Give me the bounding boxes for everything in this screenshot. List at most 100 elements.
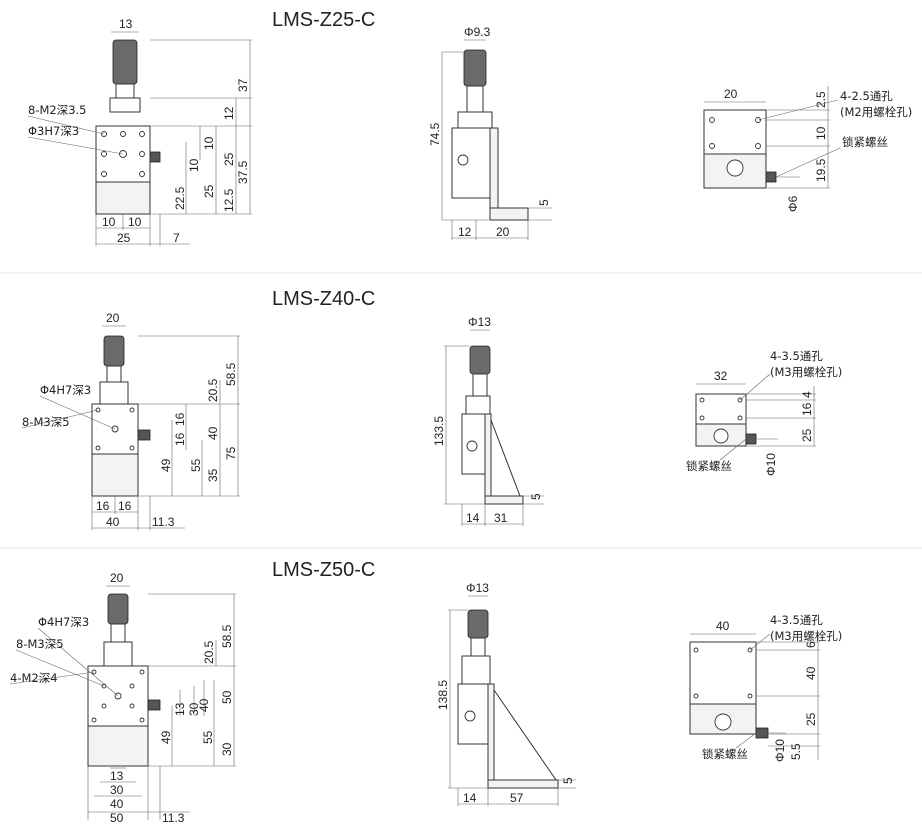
lock-screw-head (464, 710, 476, 722)
lock-screw (765, 171, 777, 183)
dim-label: 20 (496, 225, 510, 239)
dim-label: 40 (804, 666, 818, 680)
bracket-rib (490, 419, 521, 497)
dim-label: 16 (96, 499, 110, 513)
dim-label: 50 (110, 811, 124, 825)
dim-label: 58.5 (224, 362, 238, 386)
dim-label: 14 (463, 791, 477, 805)
hole-note: 4-M2深4 (10, 671, 58, 685)
stage-top (695, 393, 747, 425)
hole-note: 4-3.5通孔 (770, 349, 823, 363)
front-view: 13 37 12 10 10 25 37.5 22.5 25 12.5 (27, 17, 252, 246)
through-hole (699, 415, 705, 421)
dim-label: 133.5 (432, 416, 446, 446)
model-title: LMS-Z40-C (272, 288, 375, 310)
dim-label: 11.3 (152, 515, 175, 529)
dim-label: Φ10 (773, 739, 787, 762)
mount-hole (129, 683, 135, 689)
dim-label: 49 (159, 458, 173, 472)
model-title: LMS-Z25-C (272, 9, 375, 31)
lock-screw (149, 151, 161, 163)
bracket-base (484, 495, 524, 505)
dim-label: 40 (110, 797, 124, 811)
dim-label: 10 (814, 126, 828, 140)
mount-hole (91, 717, 97, 723)
lock-screw-head (457, 154, 469, 166)
dim-label: 35 (206, 468, 220, 482)
micrometer-mount (109, 97, 141, 113)
mount-hole (101, 703, 107, 709)
dim-label: 50 (220, 690, 234, 704)
micrometer-knob (469, 345, 491, 375)
hole-note: 8-M3深5 (16, 637, 64, 651)
micrometer-bore (726, 159, 744, 177)
mount-hole (139, 131, 145, 137)
dim-label: 16 (173, 412, 187, 426)
mount-hole (95, 445, 101, 451)
model-title: LMS-Z50-C (272, 559, 375, 581)
side-view: 133.5 Φ13 14 31 5 (432, 315, 544, 526)
mount-hole (120, 131, 126, 137)
dim-label: 20 (724, 87, 738, 101)
lock-screw (755, 727, 769, 739)
top-view: 20 2.5 10 19.5 Φ6 4-2.5通孔 (M2用螺栓孔) 锁紧螺丝 (703, 86, 912, 212)
micrometer-barrel (110, 623, 126, 643)
dim-label: 20 (110, 571, 124, 585)
dim-label: 25 (804, 712, 818, 726)
micrometer-mount (465, 395, 491, 415)
section-lms-z50-c: LMS-Z50-C 20 (9, 559, 842, 825)
bracket-vertical (489, 127, 499, 221)
hole-note: Φ3H7深3 (28, 124, 79, 138)
dim-label: 13 (119, 17, 133, 31)
micrometer-knob (103, 335, 125, 367)
micrometer-bore (713, 428, 729, 444)
dim-label: 16 (800, 402, 814, 416)
dim-label: 10 (128, 215, 142, 229)
dim-label: 13 (110, 769, 124, 783)
dim-label: 40 (206, 426, 220, 440)
dim-label: 30 (220, 742, 234, 756)
dim-label: 25 (117, 231, 131, 245)
through-hole (709, 117, 715, 123)
micrometer-knob (107, 593, 129, 625)
dim-label: 20 (106, 311, 120, 325)
lock-screw (137, 429, 151, 441)
dim-label: 14 (466, 511, 480, 525)
dim-label: 30 (110, 783, 124, 797)
dim-label: Φ13 (468, 315, 491, 329)
dim-label: 2.5 (814, 91, 828, 108)
micrometer-barrel (115, 83, 135, 99)
micrometer-barrel (472, 373, 488, 397)
hole-note: 4-2.5通孔 (840, 89, 893, 103)
dim-label: 25 (222, 152, 236, 166)
dim-label: 75 (224, 446, 238, 460)
dim-label: 10 (187, 158, 201, 172)
stage-top (689, 641, 757, 705)
dim-label: 16 (173, 432, 187, 446)
micrometer-mount (461, 655, 491, 685)
hole-note: 8-M2深3.5 (28, 103, 87, 117)
micrometer-mount (457, 111, 493, 129)
dim-label: 40 (106, 515, 120, 529)
micrometer-mount (103, 641, 133, 667)
hole-note: 4-3.5通孔 (770, 613, 823, 627)
stage-base (95, 181, 151, 215)
lock-screw (147, 699, 161, 711)
micrometer-knob (112, 39, 138, 85)
micrometer-barrel (106, 365, 122, 383)
mount-hole (129, 703, 135, 709)
dim-label: 16 (118, 499, 132, 513)
dim-label: 10 (102, 215, 116, 229)
side-view: 74.5 Φ9.3 12 20 5 (428, 25, 552, 240)
micrometer-knob (463, 49, 487, 87)
hole-note: Φ4H7深3 (40, 383, 91, 397)
hole-note: (M3用螺栓孔) (770, 629, 842, 643)
hole-note: (M3用螺栓孔) (770, 365, 842, 379)
bracket-base (487, 779, 559, 789)
dim-label: 13 (173, 702, 187, 716)
lock-screw (745, 433, 757, 445)
bracket-rib (493, 688, 557, 781)
dim-label: 55 (189, 458, 203, 472)
dim-label: 31 (494, 511, 508, 525)
dim-label: 11.3 (162, 811, 185, 825)
